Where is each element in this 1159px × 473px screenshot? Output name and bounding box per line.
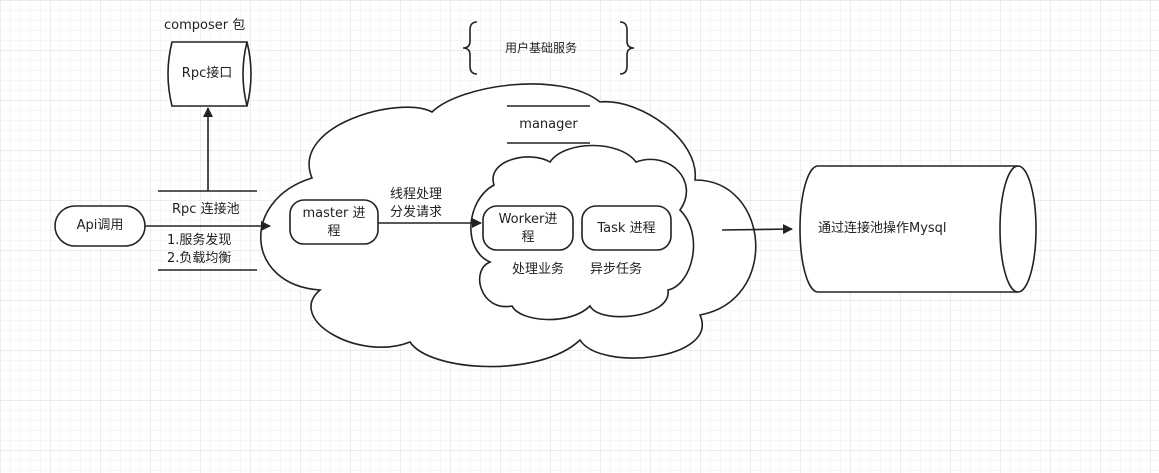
worker-process-label-line2: 程 (521, 230, 535, 245)
composer-package-label: composer 包 (164, 18, 246, 33)
api-call-label: Api调用 (76, 218, 124, 233)
rpc-pool-load-balancing: 2.负载均衡 (167, 251, 232, 266)
manager-label: manager (519, 117, 578, 132)
user-services-label: 用户基础服务 (505, 41, 578, 55)
rpc-pool-title: Rpc 连接池 (172, 202, 240, 217)
master-process-label-line2: 程 (327, 224, 341, 239)
user-services-braces (462, 21, 635, 75)
worker-process-box (482, 205, 574, 251)
rpc-pool-service-discovery: 1.服务发现 (167, 233, 232, 248)
worker-process-label-line1: Worker进 (498, 212, 558, 227)
task-process-label: Task 进程 (597, 221, 656, 236)
thread-dispatch-label-line2: 分发请求 (390, 205, 443, 220)
mysql-cylinder (799, 165, 1037, 293)
task-caption: 异步任务 (590, 262, 643, 277)
task-process-box (581, 205, 672, 251)
mysql-label: 通过连接池操作Mysql (818, 221, 947, 236)
worker-caption: 处理业务 (512, 262, 565, 277)
arrow-to-mysql (721, 224, 793, 235)
rpc-interface-label: Rpc接口 (181, 66, 233, 81)
rpc-interface-cylinder (167, 41, 252, 107)
master-process-box (289, 199, 379, 245)
thread-dispatch-label-line1: 线程处理 (390, 187, 443, 202)
master-process-label-line1: master 进 (302, 206, 366, 221)
